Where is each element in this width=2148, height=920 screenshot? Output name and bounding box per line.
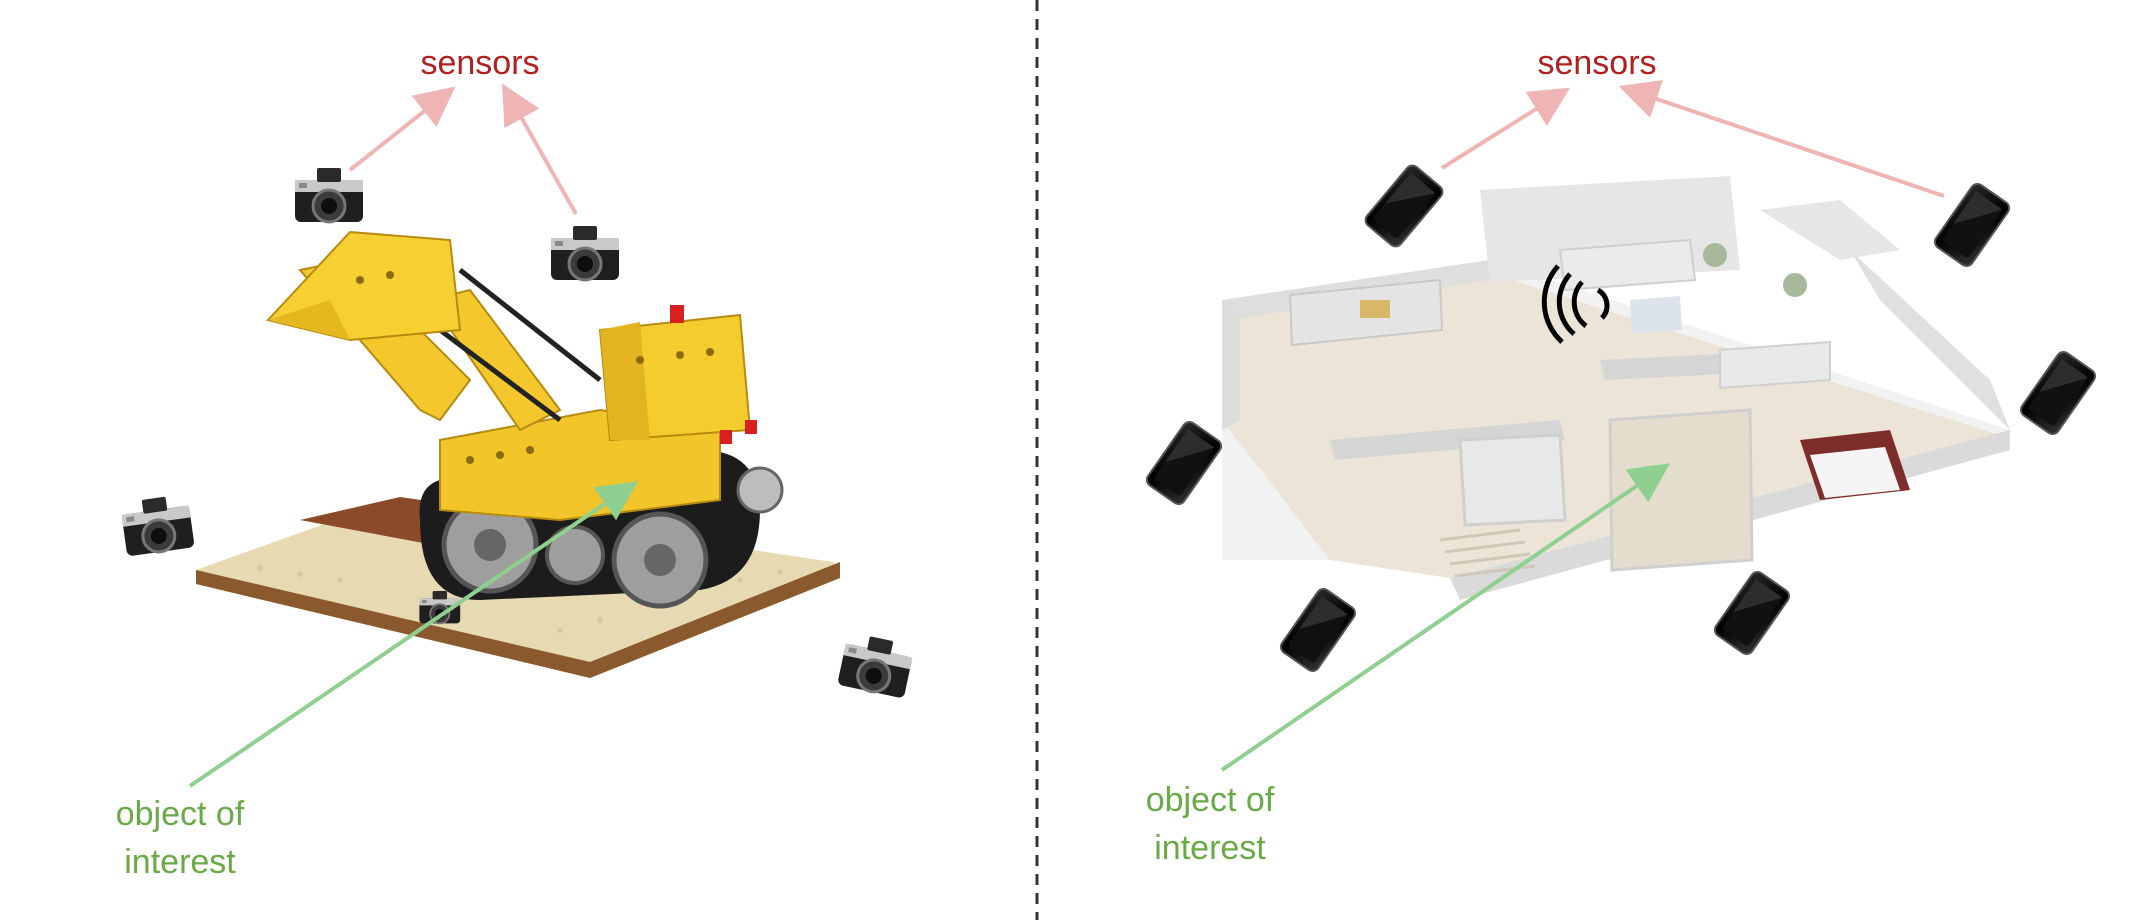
smartphone-icon [1711,568,1793,658]
camera-icon [835,630,917,701]
object-label-line1: object of [1145,781,1275,819]
sensor-arrow [502,83,578,215]
smartphone-icon [2017,348,2099,438]
smartphone-icon [1277,585,1359,675]
wifi-signal-icon [1541,264,1610,344]
lego-bulldozer-image [196,230,840,678]
floorplan-image [1222,176,2010,600]
smartphone-icon [1361,161,1447,251]
smartphone-icon [1143,418,1225,508]
sensors-label: sensors [420,44,540,82]
object-label-line1: object of [115,795,245,833]
sensor-arrow [1440,87,1571,170]
camera-icon [293,166,365,224]
object-label: object of interest [1110,776,1310,872]
camera-icon [549,224,621,282]
sensor-arrow [348,86,456,172]
camera-icon [118,492,197,559]
object-label-line2: interest [1154,829,1266,867]
object-arrow [188,481,638,788]
object-arrow [1220,463,1670,772]
object-label: object of interest [80,790,280,886]
object-label-line2: interest [124,843,236,881]
sensors-label: sensors [1537,44,1657,82]
sensor-arrow [1618,80,1945,198]
